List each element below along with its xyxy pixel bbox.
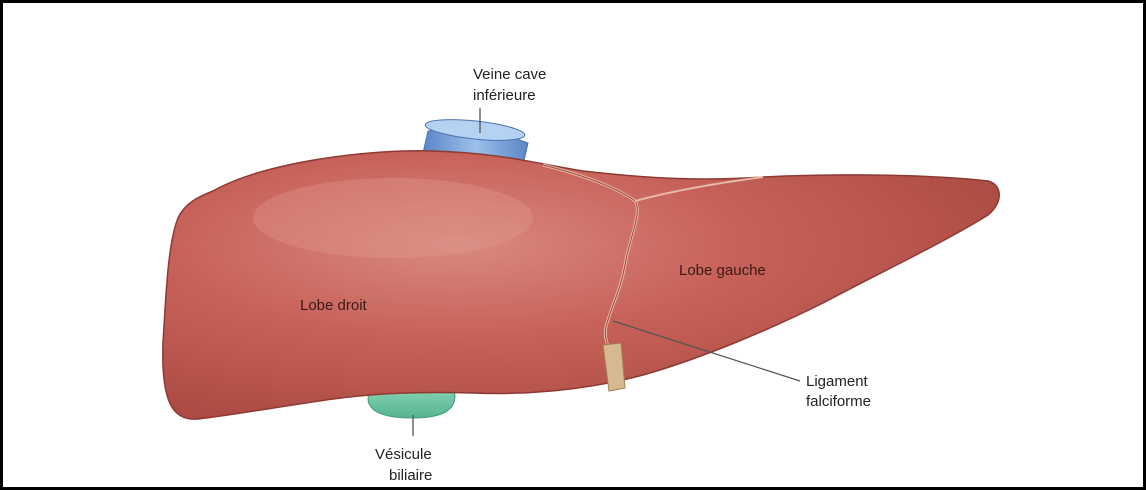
right-lobe-label: Lobe droit	[300, 297, 368, 314]
gallbladder-label-line2: biliaire	[389, 467, 432, 484]
liver-diagram: Veine cave inférieure Lobe droit Lobe ga…	[3, 3, 1143, 487]
ligament-label-line2: falciforme	[806, 393, 871, 410]
vena-cava-label-line1: Veine cave	[473, 66, 546, 83]
vena-cava-label-line2: inférieure	[473, 87, 536, 104]
ligament-label-line1: Ligament	[806, 373, 869, 390]
left-lobe-label: Lobe gauche	[679, 262, 766, 279]
liver-shape	[163, 151, 999, 419]
gallbladder-label-line1: Vésicule	[375, 446, 432, 463]
